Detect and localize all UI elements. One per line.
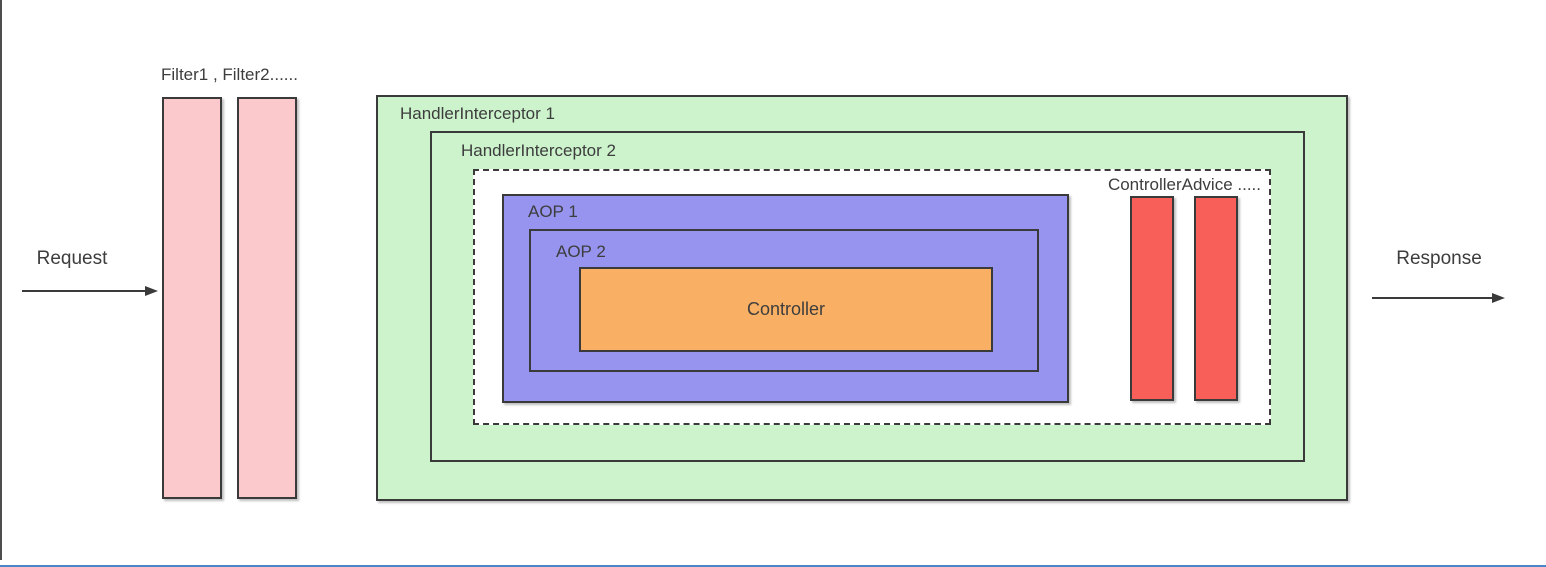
filter-bar-2 bbox=[237, 97, 297, 499]
handler-interceptor-1-label: HandlerInterceptor 1 bbox=[400, 104, 555, 123]
filter-bar-1 bbox=[162, 97, 222, 499]
window-bottom-edge-line bbox=[0, 565, 1546, 567]
handler-interceptor-2-label: HandlerInterceptor 2 bbox=[461, 141, 616, 160]
controller-advice-bar-2 bbox=[1194, 196, 1238, 401]
filters-label: Filter1 , Filter2...... bbox=[161, 65, 298, 84]
controller-advice-bar-1 bbox=[1130, 196, 1174, 401]
aop-2-label: AOP 2 bbox=[556, 242, 606, 261]
controller-box: Controller bbox=[579, 267, 993, 352]
controller-label: Controller bbox=[746, 298, 826, 319]
request-arrow-line bbox=[22, 290, 148, 292]
request-label: Request bbox=[36, 248, 108, 269]
aop-1-label: AOP 1 bbox=[528, 202, 578, 221]
response-arrow-line bbox=[1372, 297, 1494, 299]
handler-interceptor-2-box bbox=[430, 131, 1305, 462]
request-arrow-head bbox=[145, 286, 158, 296]
window-left-edge-line bbox=[0, 0, 2, 560]
response-label: Response bbox=[1396, 248, 1482, 269]
controller-advice-label: ControllerAdvice ..... bbox=[1107, 175, 1261, 194]
response-arrow-head bbox=[1492, 293, 1505, 303]
